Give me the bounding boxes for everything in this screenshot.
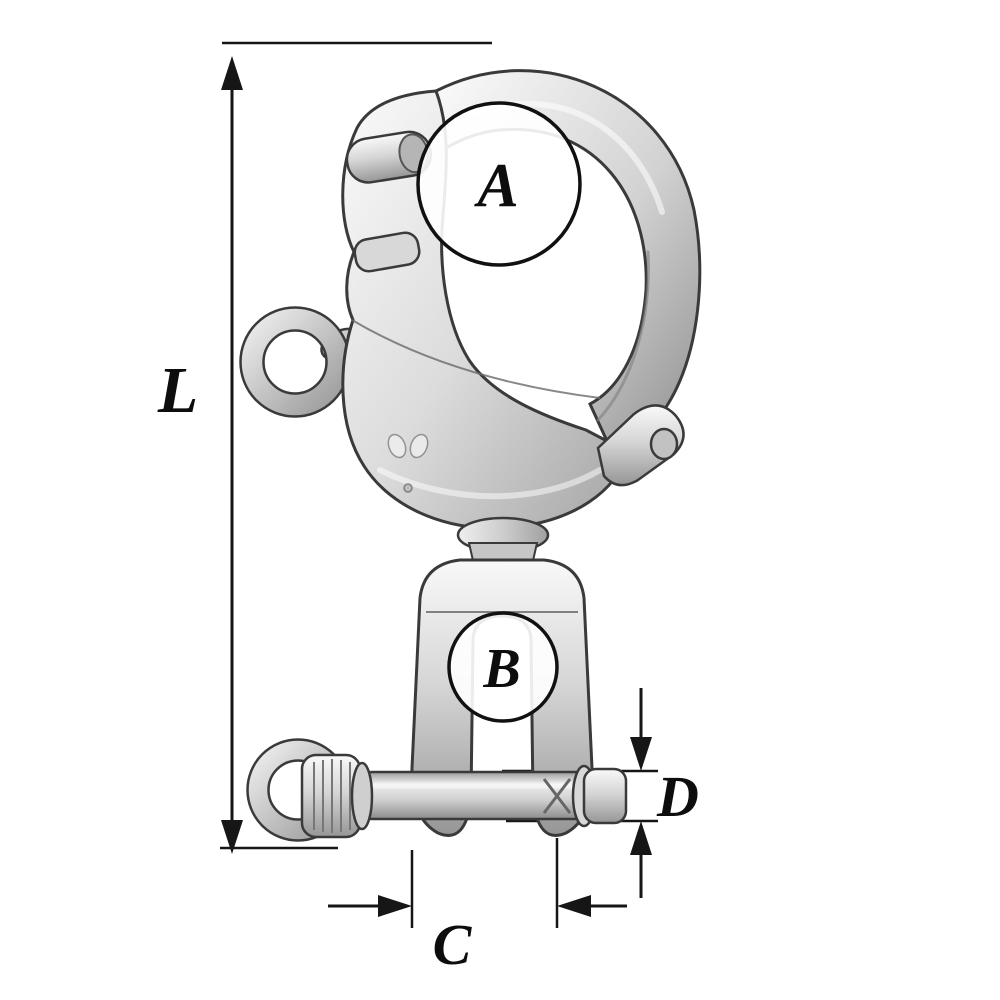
- dimension-label-length: L: [157, 354, 198, 427]
- arrow-up-icon: [221, 56, 243, 90]
- latch-hinge: [596, 404, 685, 487]
- callout-b-circle: [447, 611, 559, 723]
- latch-pivot: [649, 427, 679, 461]
- arrow-down-icon: [630, 737, 652, 771]
- tab-body: [353, 231, 421, 273]
- callout-a-circle: [416, 101, 582, 267]
- ring-inner-edge: [262, 329, 328, 395]
- pin-end-cap: [582, 767, 628, 825]
- shackle-drawing: [239, 69, 702, 842]
- pin-shaft: [350, 770, 600, 821]
- cotter-pin-stroke-2: [542, 778, 572, 814]
- pin-head-knurling: [313, 759, 351, 833]
- callout-b-label: B: [482, 638, 520, 700]
- arrow-left-icon: [557, 895, 591, 917]
- brand-mark-right-wing: [409, 433, 429, 459]
- clevis-pin: [300, 753, 628, 839]
- arrow-down-icon: [221, 820, 243, 854]
- brand-mark: [387, 433, 429, 493]
- arrow-right-icon: [378, 895, 412, 917]
- hook-inner-shade: [596, 250, 650, 422]
- latch-bar: [596, 404, 685, 487]
- callout-a-label: A: [473, 152, 518, 220]
- callout-b: B: [447, 611, 559, 723]
- callout-a: A: [416, 101, 582, 267]
- dimension-length: L: [157, 41, 492, 854]
- dimension-width: C: [328, 838, 627, 977]
- dimension-label-diameter: D: [656, 764, 699, 829]
- body-ridge-line: [351, 319, 601, 399]
- bowl-highlight: [377, 467, 603, 500]
- body-rivet: [403, 483, 413, 493]
- brand-mark-left-wing: [387, 433, 407, 459]
- ring-torus: [240, 307, 350, 417]
- arrow-up-icon: [630, 821, 652, 855]
- gate-tab: [353, 231, 421, 273]
- dimension-label-width: C: [433, 912, 473, 977]
- pin-collar: [350, 761, 374, 831]
